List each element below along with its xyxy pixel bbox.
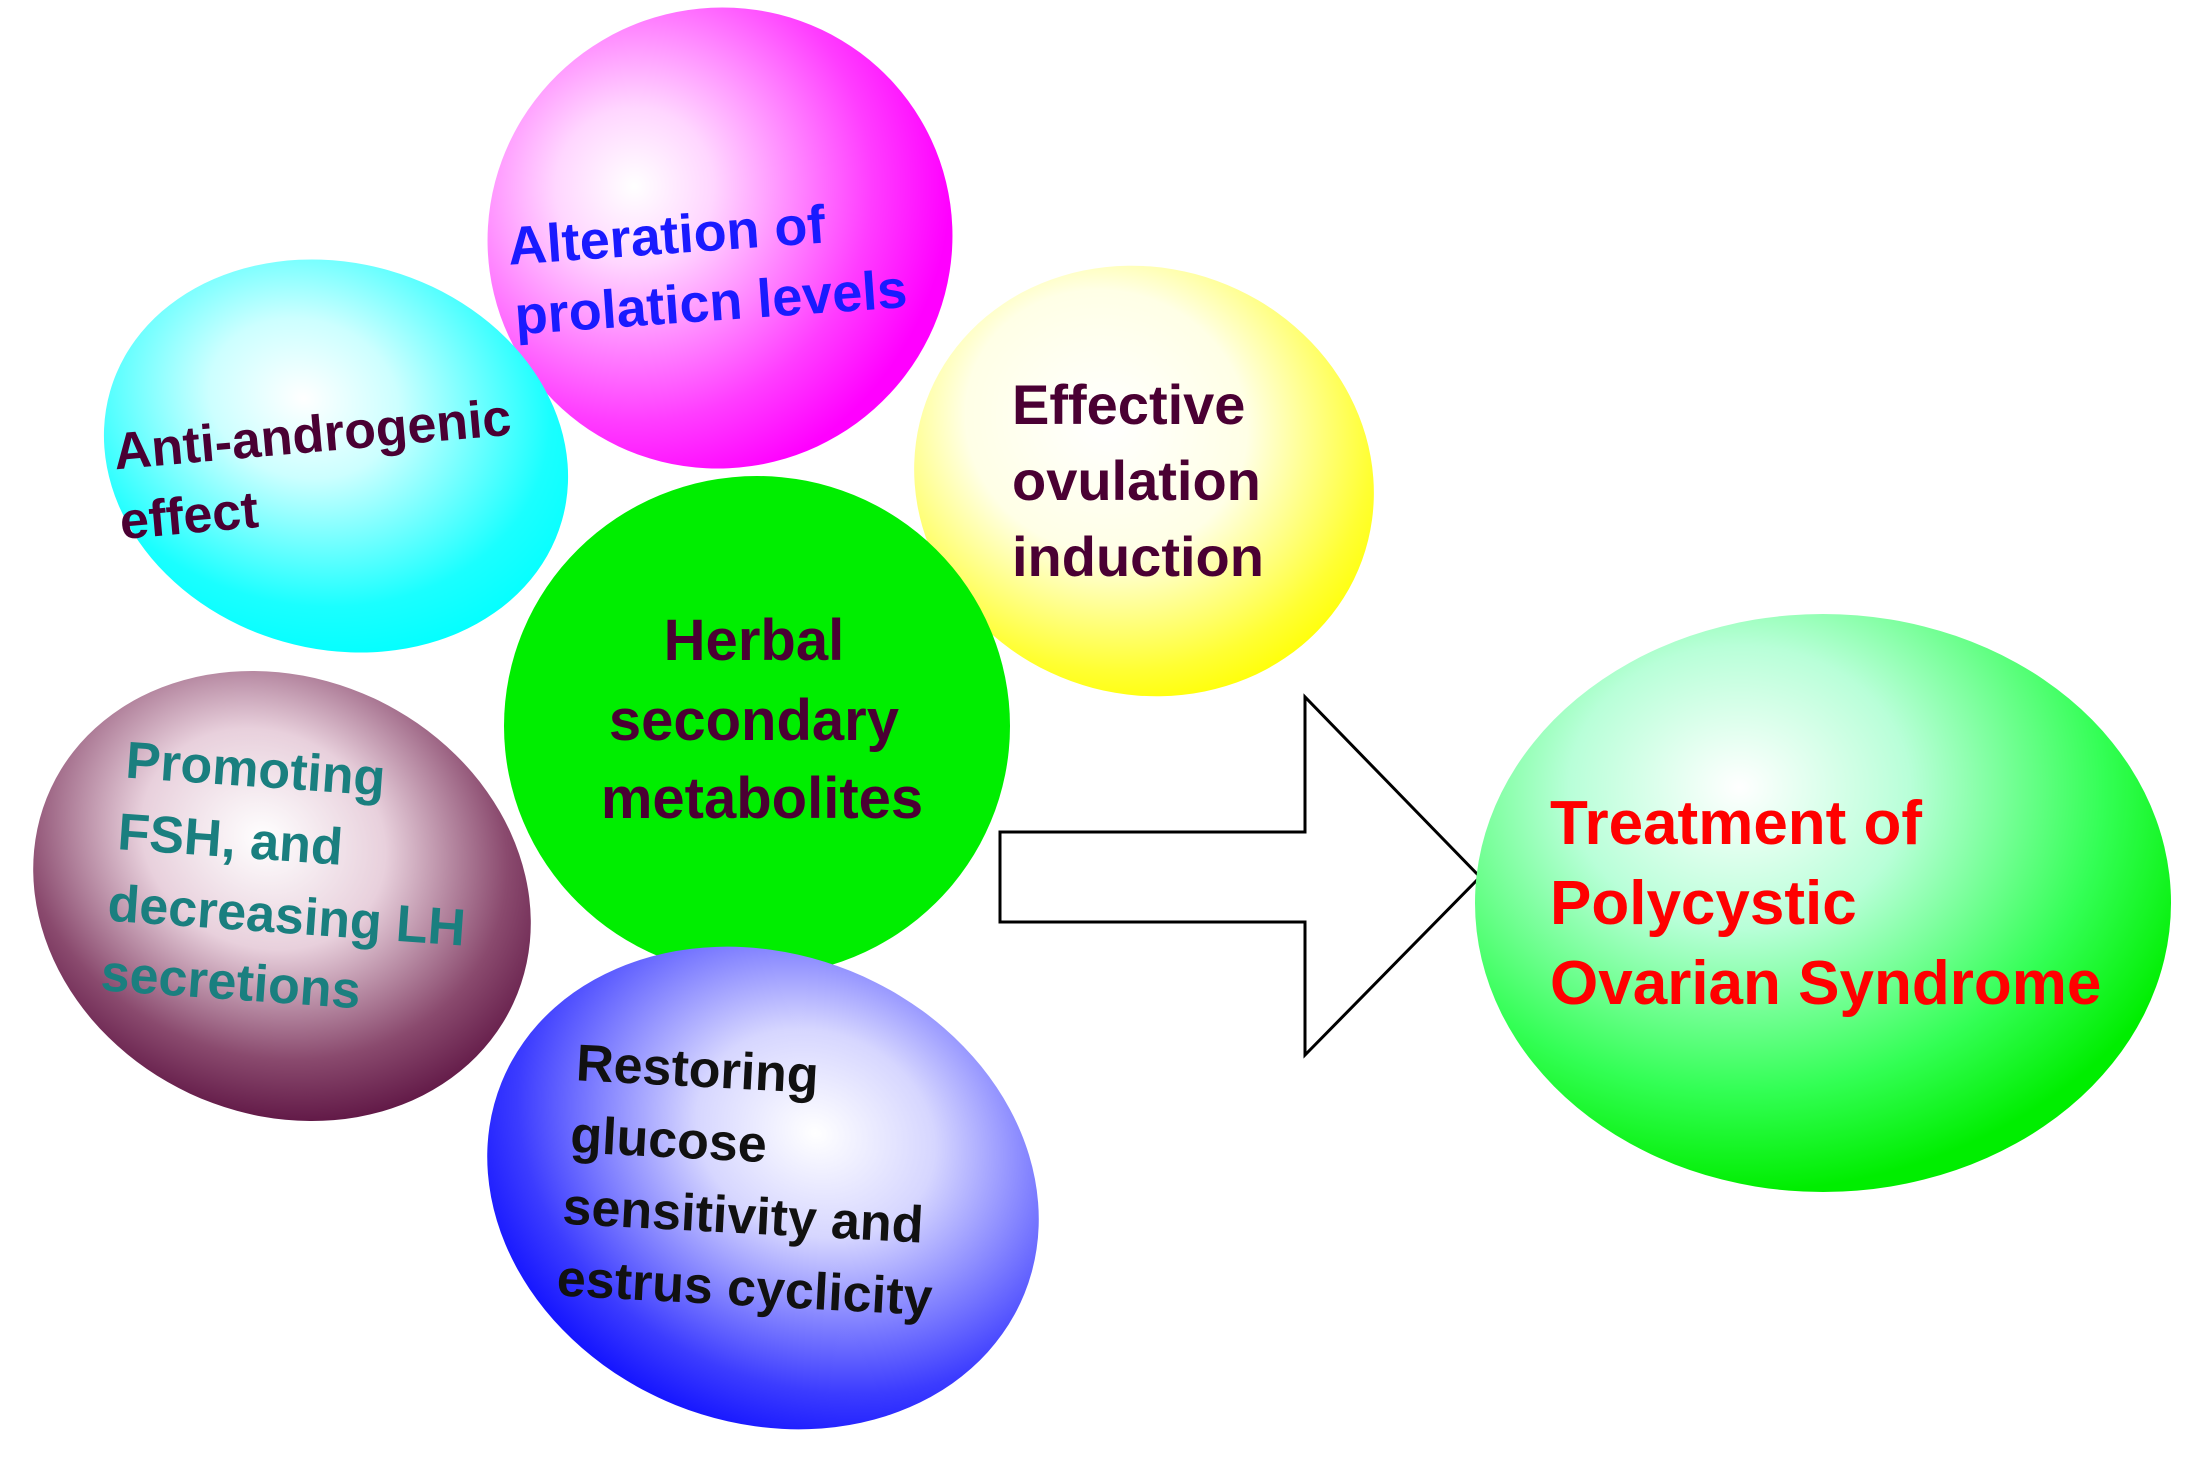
label-line: ovulation <box>1012 449 1261 512</box>
bubble-shape <box>914 265 1374 697</box>
label-line: Treatment of <box>1550 789 1922 858</box>
label-line: Restoring <box>575 1034 820 1105</box>
bubble-shape <box>487 7 953 469</box>
label-line: Ovarian Syndrome <box>1550 949 2101 1018</box>
bubble-label: Effective ovulation induction <box>1012 373 1276 588</box>
effect-bubble-fsh-lh: Promoting FSH, and decreasing LH secreti… <box>33 670 531 1122</box>
bubble-shape <box>504 476 1010 976</box>
label-line: effect <box>117 481 260 551</box>
bubble-shape <box>33 670 531 1122</box>
right-arrow-icon <box>998 693 1483 1059</box>
arrow-shape <box>998 693 1483 1059</box>
label-line: glucose <box>569 1106 768 1174</box>
label-line: induction <box>1012 525 1264 588</box>
label-line: Polycystic <box>1550 869 1857 938</box>
center-bubble: Herbal secondary metabolites <box>504 476 1010 976</box>
outcome-label: Treatment of Polycystic Ovarian Syndrome <box>1550 789 2101 1018</box>
outcome-bubble: Treatment of Polycystic Ovarian Syndrome <box>1475 614 2171 1192</box>
effect-bubble-ovulation: Effective ovulation induction <box>914 265 1374 697</box>
effect-bubble-anti-androgenic: Anti-androgenic effect <box>103 259 569 653</box>
label-line: metabolites <box>601 766 923 831</box>
label-line: Herbal <box>664 608 845 673</box>
effect-bubble-prolactin: Alteration of prolaticn levels <box>487 7 953 469</box>
label-line: secondary <box>609 688 899 753</box>
bubble-shape <box>487 946 1039 1430</box>
bubble-shape <box>1475 614 2171 1192</box>
label-line: Effective <box>1012 373 1245 436</box>
effect-bubble-glucose: Restoring glucose sensitivity and estrus… <box>487 946 1039 1430</box>
bubble-shape <box>103 259 569 653</box>
center-label: Herbal secondary metabolites <box>601 608 923 831</box>
